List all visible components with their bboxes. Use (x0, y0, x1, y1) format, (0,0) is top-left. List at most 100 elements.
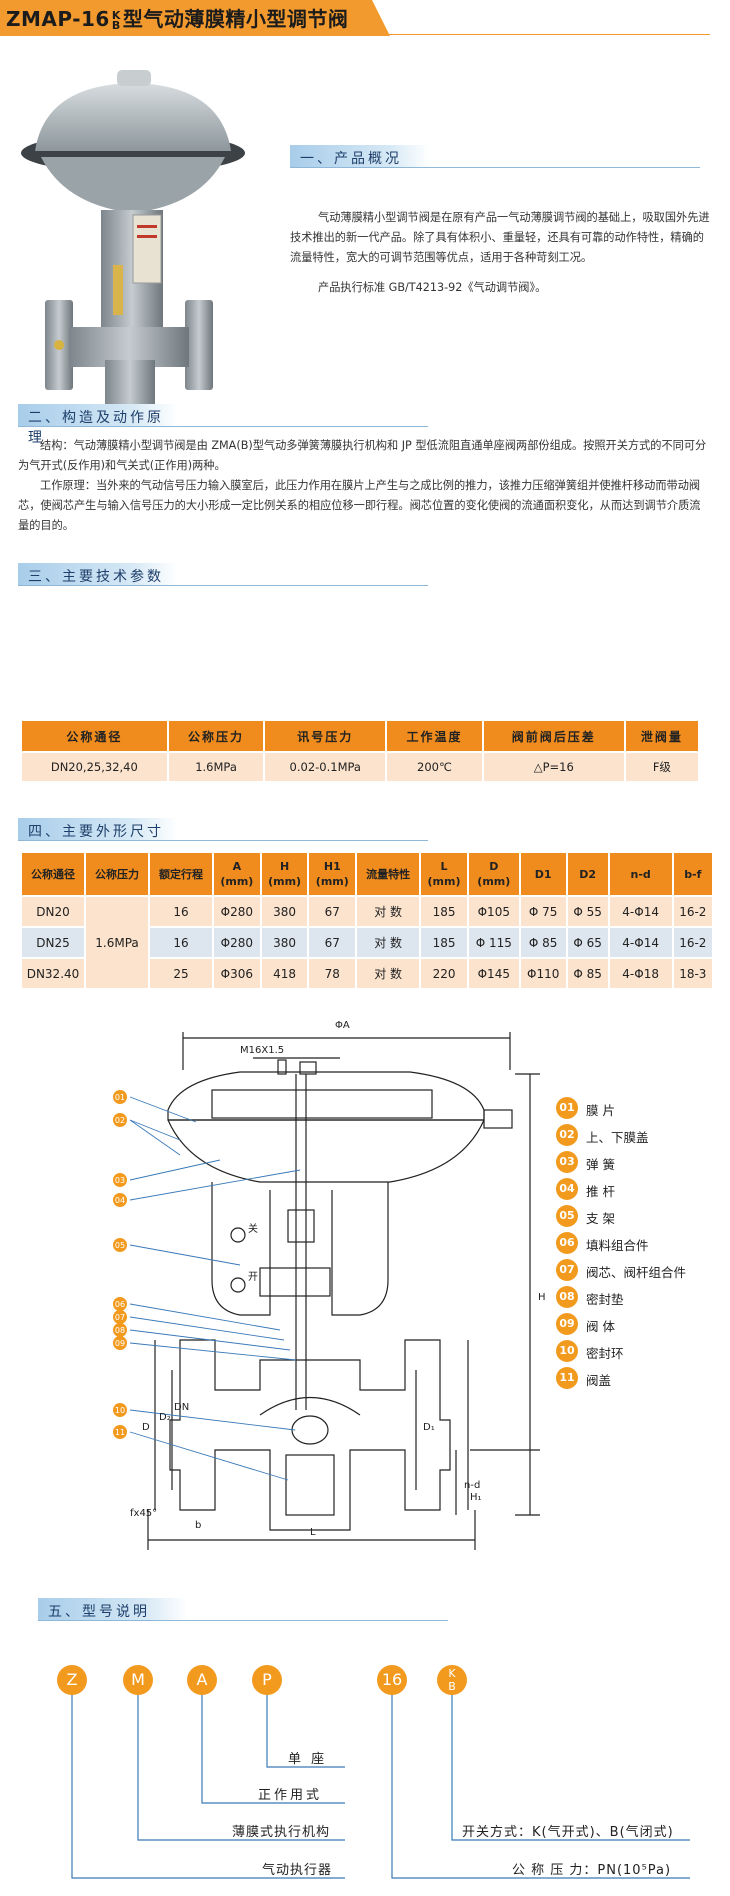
callout-03: 03 (113, 1173, 127, 1187)
table-cell: Φ 85 (565, 957, 610, 990)
section2-title-bar: 二、构造及动作原理 (18, 404, 178, 446)
svg-text:07: 07 (115, 1313, 125, 1322)
callout-04: 04 (113, 1193, 127, 1207)
model-code-connectors (71, 1690, 690, 1879)
table-cell: DN20,25,32,40 (20, 751, 169, 783)
callout-01: 01 (113, 1090, 127, 1104)
table-header-cell: b-f (671, 851, 715, 897)
dim-label-nd: n-d (464, 1480, 480, 1491)
section4-title: 四、主要外形尺寸 (28, 824, 164, 840)
dimensions-table: 公称通径 公称压力 额定行程 A (mm) H (mm) H1 (mm) 流量特… (20, 851, 715, 990)
table-cell: 185 (419, 926, 469, 959)
dim-label-L: L (310, 1527, 316, 1538)
table-header-cell: H (mm) (259, 851, 310, 897)
table-cell: 25 (148, 957, 214, 990)
model-label-switch: 开关方式：K(气开式)、B(气闭式) (462, 1825, 674, 1840)
table-cell: DN25 (20, 926, 86, 959)
table-cell: 380 (259, 926, 310, 959)
table-cell: 0.02-0.1MPa (263, 751, 388, 783)
model-label-single-seat: 单 座 (288, 1752, 328, 1767)
table-cell: Φ 85 (518, 926, 568, 959)
dim-label-fx45: fx45° (130, 1508, 157, 1519)
table-cell: 418 (259, 957, 310, 990)
table-header-cell: D (mm) (466, 851, 521, 897)
model-label-direct: 正作用式 (258, 1788, 323, 1803)
dim-label-b: b (195, 1520, 201, 1531)
valve-section-drawing: ΦA M16X1.5 H H₁ D D₁ D₂ DN L b fx45° n-d… (113, 1020, 546, 1550)
drawing-label-kai: 开 (248, 1272, 258, 1283)
table-header-cell: 讯号压力 (263, 719, 388, 753)
table-header-cell: D1 (518, 851, 568, 897)
table-row: DN25 16 Φ280 380 67 对 数 185 Φ 115 Φ 85 Φ… (20, 926, 715, 959)
section1-para1: 气动薄膜精小型调节阀是在原有产品一气动薄膜调节阀的基础上，吸取国外先进技术推出的… (290, 211, 710, 264)
svg-text:10: 10 (115, 1406, 125, 1415)
svg-text:02: 02 (115, 1116, 125, 1125)
dim-label-H1: H₁ (470, 1492, 482, 1503)
section4-rule (18, 840, 428, 841)
tech-params-table: 公称通径 公称压力 讯号压力 工作温度 阀前阀后压差 泄阀量 DN20,25,3… (20, 719, 701, 783)
table-cell: 200℃ (385, 751, 484, 783)
table-cell-pressure: 1.6MPa (84, 895, 150, 990)
header-rule (380, 34, 710, 35)
table-cell: Φ 115 (466, 926, 521, 959)
table-header-cell: 公称压力 (84, 851, 150, 897)
table-cell: Φ 65 (565, 926, 610, 959)
table-cell: 对 数 (355, 895, 422, 928)
callout-05: 05 (113, 1238, 127, 1252)
table-cell: 1.6MPa (166, 751, 266, 783)
dim-label-D1: D₁ (423, 1422, 435, 1433)
table-header-cell: 工作温度 (385, 719, 484, 753)
table-cell: Φ110 (518, 957, 568, 990)
table-cell: 16 (148, 926, 214, 959)
table-cell: Φ306 (212, 957, 262, 990)
table-header-cell: 公称通径 (20, 851, 86, 897)
model-letter-m: M (123, 1665, 153, 1695)
table-cell: 4-Φ14 (607, 895, 674, 928)
table-header-cell: 阀前阀后压差 (481, 719, 626, 753)
table-cell: Φ280 (212, 895, 262, 928)
section2-rule (18, 426, 428, 427)
table-header-cell: D2 (565, 851, 610, 897)
model-label-pressure: 公 称 压 力：PN(10⁵Pa) (512, 1863, 672, 1878)
table-header-cell: 公称通径 (20, 719, 169, 753)
table-cell: 对 数 (355, 926, 422, 959)
table-cell: 16-2 (671, 926, 715, 959)
table-cell: 78 (307, 957, 358, 990)
table-cell: Φ105 (466, 895, 521, 928)
table-row: DN32.40 25 Φ306 418 78 对 数 220 Φ145 Φ110… (20, 957, 715, 990)
table-cell: DN32.40 (20, 957, 86, 990)
section5-rule (38, 1620, 448, 1621)
section1-rule (290, 167, 700, 168)
svg-text:09: 09 (115, 1339, 125, 1348)
header-banner (0, 0, 390, 36)
dim-label-DN: DN (174, 1402, 189, 1413)
model-label-pneumatic: 气动执行器 (262, 1863, 333, 1878)
table-cell: 16 (148, 895, 214, 928)
model-code-16: 16 (377, 1665, 407, 1695)
model-letter-a: A (187, 1665, 217, 1695)
section5-title-bar: 五、型号说明 (38, 1598, 188, 1620)
svg-text:05: 05 (115, 1241, 125, 1250)
model-label-diaphragm: 薄膜式执行机构 (232, 1825, 331, 1840)
section2-title: 二、构造及动作原理 (28, 410, 164, 446)
table-header-cell: L (mm) (419, 851, 469, 897)
section1-title: 一、产品概况 (300, 151, 402, 167)
table-header-cell: A (mm) (212, 851, 262, 897)
table-header-cell: 流量特性 (355, 851, 422, 897)
table-header-cell: H1 (mm) (307, 851, 358, 897)
svg-text:03: 03 (115, 1176, 125, 1185)
dim-label-phiA: ΦA (335, 1020, 350, 1031)
table-header-cell: n-d (607, 851, 674, 897)
section1-para2: 产品执行标准 GB/T4213-92《气动调节阀》。 (318, 281, 547, 294)
table-cell: 16-2 (671, 895, 715, 928)
